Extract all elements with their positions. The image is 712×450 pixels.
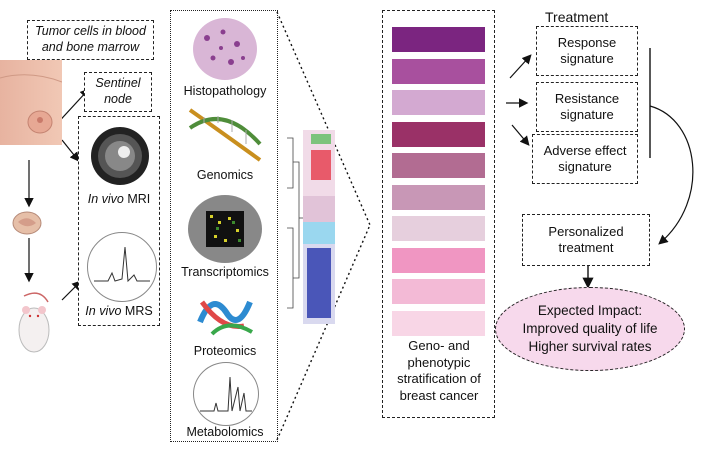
stratification-strip <box>392 310 485 336</box>
impact-line-2: Higher survival rates <box>528 339 652 355</box>
mouse-image <box>10 288 62 358</box>
funnel-bottom <box>276 224 371 441</box>
adverse-effect-signature-label: Adverse effect signature <box>543 143 627 175</box>
patient-torso-image <box>0 60 63 145</box>
transcriptomics-label: Transcriptomics <box>181 265 269 279</box>
metabolomics-spectrum-image <box>193 362 259 426</box>
stratification-strip <box>392 90 485 115</box>
arrow-to-mrs <box>61 280 82 301</box>
mri-image <box>91 127 149 185</box>
tumor-cells-label: Tumor cells in blood and bone marrow <box>35 24 146 54</box>
personalized-treatment-label: Personalized treatment <box>548 224 624 256</box>
adverse-effect-signature-box: Adverse effect signature <box>532 134 638 184</box>
response-signature-box: Response signature <box>536 26 638 76</box>
resistance-signature-label: Resistance signature <box>554 91 620 123</box>
protein-structure-image <box>192 282 260 340</box>
mri-suffix: MRI <box>123 192 151 206</box>
impact-line-1: Improved quality of life <box>522 321 658 337</box>
funnel-top <box>276 11 371 226</box>
expected-impact-ellipse: Expected Impact: Improved quality of lif… <box>495 287 685 371</box>
treatment-title: Treatment <box>545 9 609 25</box>
tumor-cells-box: Tumor cells in blood and bone marrow <box>27 20 154 60</box>
transcriptomics-image <box>188 195 262 263</box>
response-signature-label: Response signature <box>557 35 617 67</box>
metabolomics-label: Metabolomics <box>186 425 264 439</box>
dna-helix-image <box>184 104 266 166</box>
omics-box <box>170 10 278 442</box>
personalized-treatment-box: Personalized treatment <box>522 214 650 266</box>
clustering-heatmap-image <box>285 128 337 326</box>
mrs-caption: In vivo MRS <box>78 304 160 320</box>
stratification-label: Geno- and phenotypic stratification of b… <box>397 338 481 403</box>
mrs-spectrum-image <box>87 232 157 302</box>
histopathology-label: Histopathology <box>183 84 267 98</box>
mri-caption: In vivo MRI <box>78 192 160 208</box>
stratification-strip <box>392 27 485 52</box>
tumor-sample-image <box>10 208 44 238</box>
sentinel-node-label: Sentinel node <box>95 76 141 106</box>
arrow-to-adverse <box>511 124 530 146</box>
histopathology-image <box>193 18 257 80</box>
mri-prefix: In vivo <box>87 192 124 206</box>
sentinel-node-box: Sentinel node <box>84 72 152 112</box>
genomics-label: Genomics <box>196 168 254 182</box>
mrs-prefix: In vivo <box>85 304 122 318</box>
stratification-strip <box>392 247 485 273</box>
stratification-strip <box>392 121 485 147</box>
proteomics-label: Proteomics <box>193 344 257 358</box>
mrs-suffix: MRS <box>121 304 153 318</box>
stratification-strip <box>392 184 485 210</box>
resistance-signature-box: Resistance signature <box>536 82 638 132</box>
arrow-to-imaging <box>61 139 80 162</box>
arrow-curve-to-personalized <box>649 105 694 245</box>
stratification-strip <box>392 216 485 241</box>
stratification-strip <box>392 58 485 84</box>
stratification-strip <box>392 279 485 304</box>
stratification-strip <box>392 153 485 178</box>
stratification-strips <box>392 27 485 342</box>
arrow-to-response <box>509 54 532 79</box>
impact-title: Expected Impact: <box>537 303 643 318</box>
